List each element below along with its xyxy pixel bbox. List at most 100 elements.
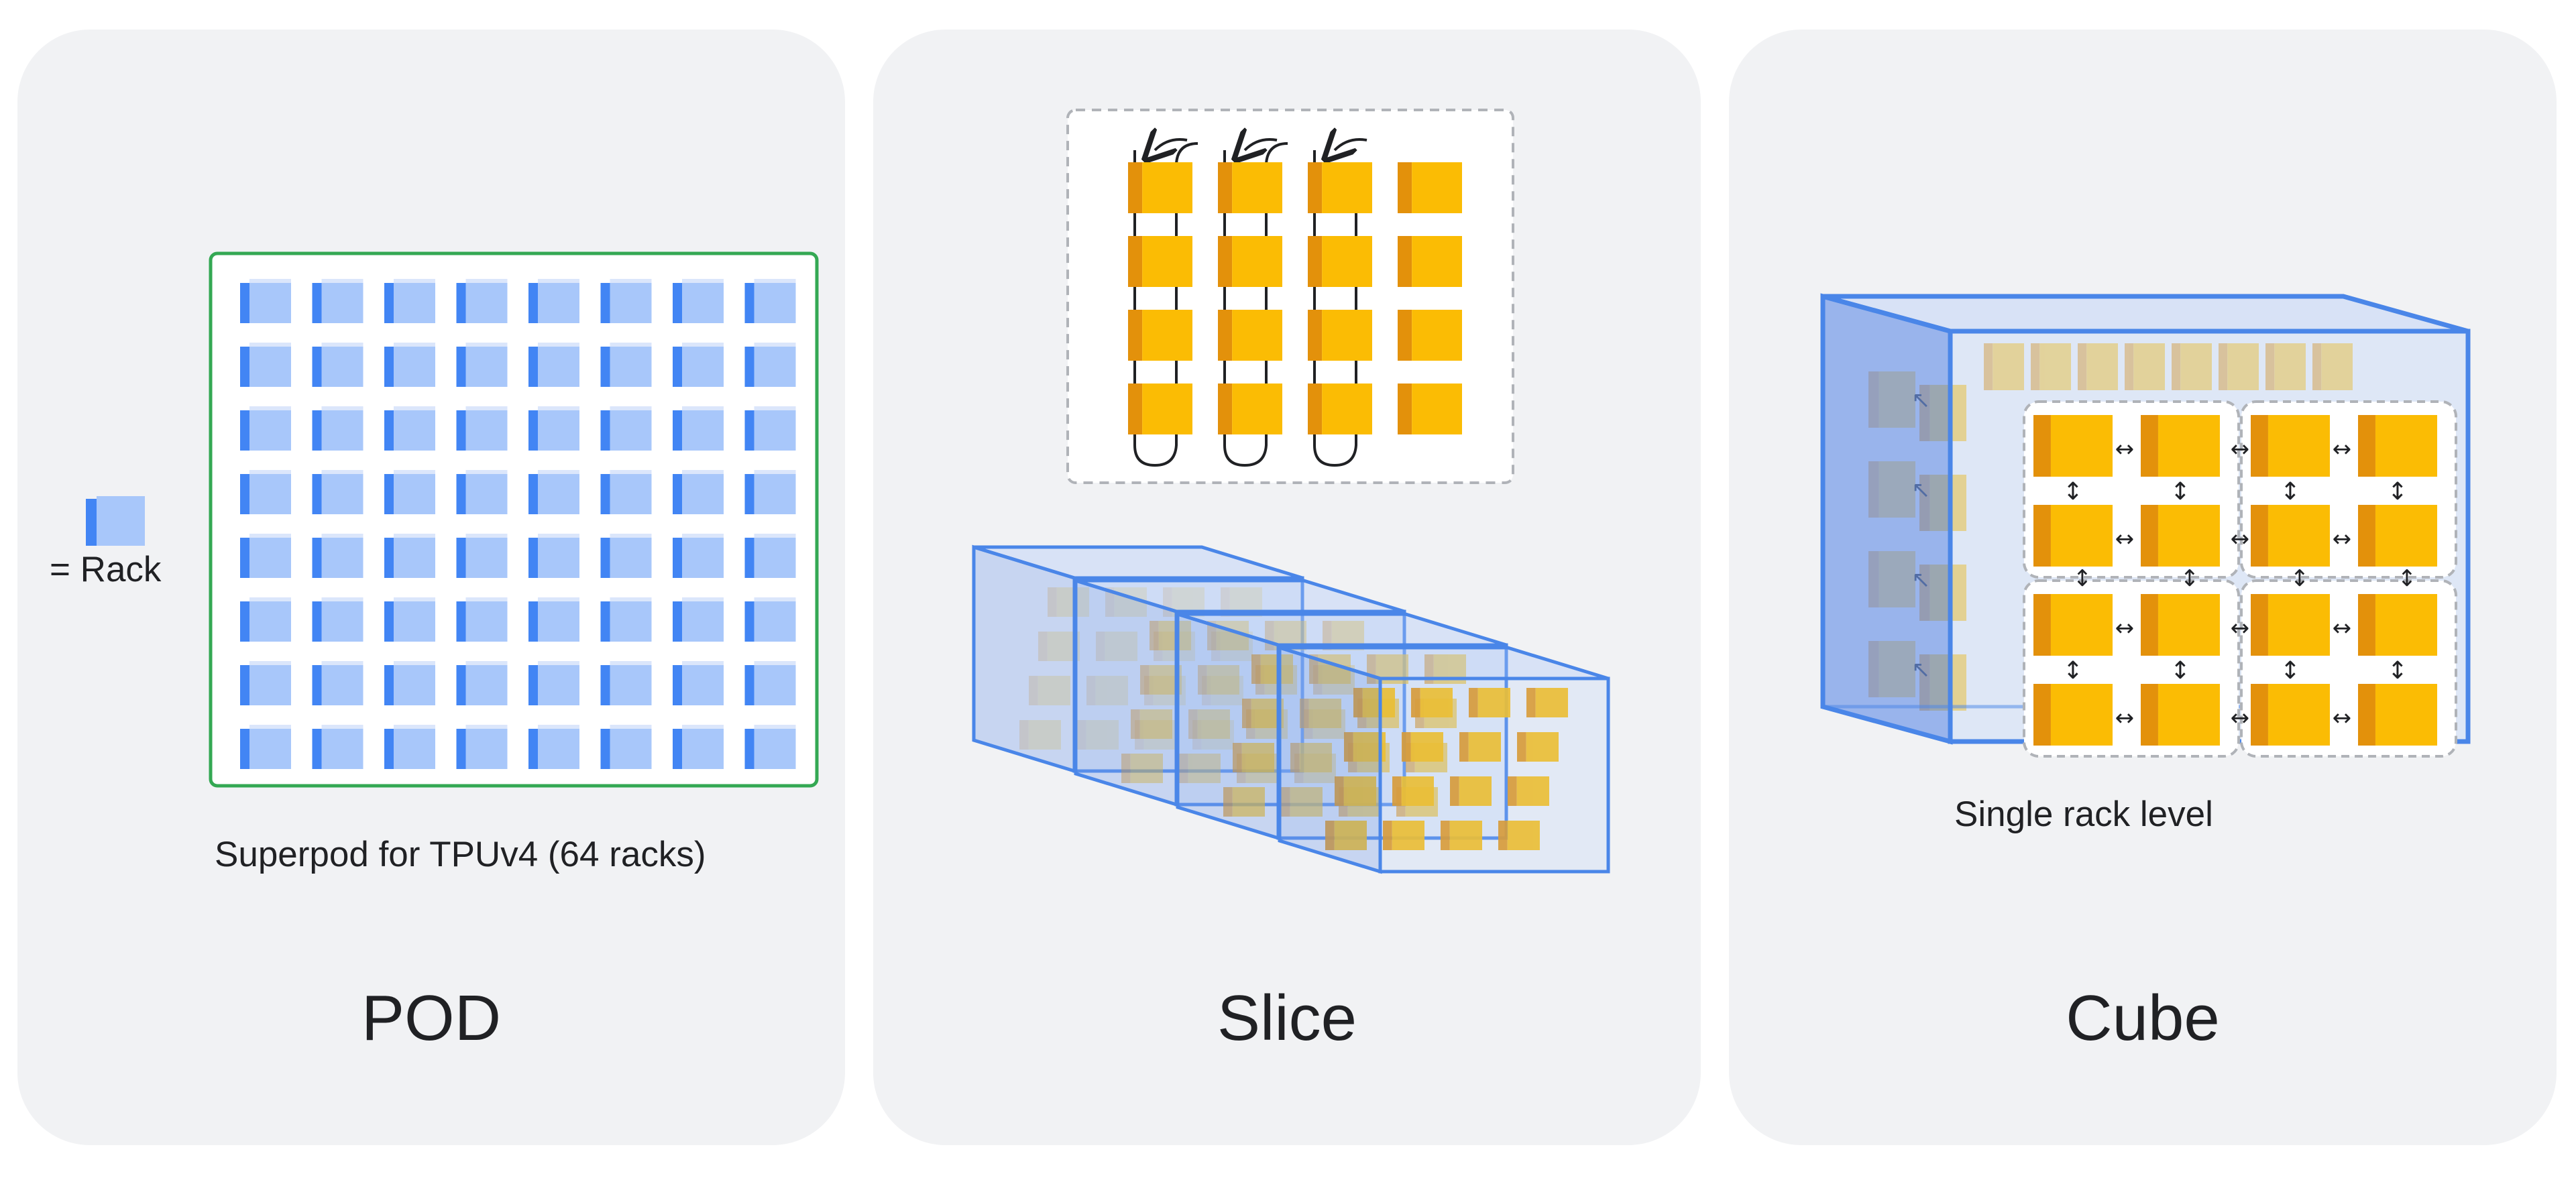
chip [1398,236,1462,287]
chip [1019,720,1061,750]
chip [1218,236,1282,287]
horizontal-arrow: ↔ [2231,615,2250,642]
chip [1308,162,1372,213]
rack-icon [673,534,724,578]
rack-icon [600,470,652,514]
chip [1223,787,1265,817]
rack-icon [312,279,363,323]
rack-icon [528,597,579,642]
chip [1308,310,1372,361]
horizontal-arrow: ↔ [2231,436,2250,463]
chip [1218,162,1282,213]
vertical-arrow: ↕ [2280,478,2300,506]
rack-icon [528,534,579,578]
chip [1300,699,1341,728]
slice-panel: Slice [873,30,1701,1145]
horizontal-arrow: ↔ [2115,705,2135,731]
chip [2031,343,2071,390]
chip [1441,821,1482,850]
chip [1218,310,1282,361]
rack-icon [456,597,508,642]
chip [1218,384,1282,434]
pod-panel: = Rack Superpod for TPUv4 (64 racks) POD [17,30,845,1145]
rack-icon [312,661,363,705]
horizontal-arrow: ↔ [2115,615,2135,642]
rack-icon [528,661,579,705]
rack-icon [456,725,508,769]
chip [1402,732,1443,762]
rack-icon [528,470,579,514]
rack-icon [456,661,508,705]
rack-icon [240,661,291,705]
rack-level-caption: Single rack level [1954,794,2213,834]
chip [2172,343,2212,390]
chip [2251,505,2330,567]
rack-icon [312,725,363,769]
rack-icon [456,534,508,578]
slice-chip-grid [1128,162,1462,434]
rack-icon [240,470,291,514]
rack-icon [600,406,652,451]
rack-icon [744,597,796,642]
vertical-arrow: ↕ [2388,478,2408,506]
chip [1383,821,1424,850]
chip [1128,310,1192,361]
chip [2358,415,2437,477]
rack-icon [600,597,652,642]
vertical-arrow: ↕ [2180,565,2200,592]
chip [2251,415,2330,477]
stacked-cubes [972,544,1610,874]
superpod-border [209,251,819,788]
chip [2312,343,2353,390]
rack-icon [600,534,652,578]
chip [1517,732,1559,762]
chip [1450,776,1492,806]
rack-icon [673,406,724,451]
rack-icon [240,534,291,578]
chip [2219,343,2259,390]
rack-icon [744,534,796,578]
chip-group: ↔↔↕↕ [2240,400,2457,579]
rack-icon [456,343,508,387]
rack-icon [673,725,724,769]
chip [1128,236,1192,287]
cube-diagram: ↖↖↖↖ ↔↔↕↕↔↔↕↕↔↔↕↕↔↔↕↕↔↔↔↔↕↕↕↕ [1820,293,2471,758]
rack-icon [744,725,796,769]
rack-icon [240,597,291,642]
rack-icon [673,470,724,514]
chip [1192,720,1234,750]
rack-icon [456,470,508,514]
chip [1325,821,1367,850]
chip [1498,821,1540,850]
slice-cube [1278,645,1610,874]
rack-icon [312,470,363,514]
chip [1086,676,1128,705]
rack-icon [673,597,724,642]
chip [1308,384,1372,434]
chip [1459,732,1501,762]
chip [2265,343,2306,390]
chip [1202,676,1243,705]
rack-icon [528,406,579,451]
rack-icon [528,725,579,769]
rack-icon [744,470,796,514]
slice-diagram [972,109,1610,874]
legend-rack-icon [86,496,145,546]
vertical-arrow: ↕ [2280,657,2300,685]
chip-group: ↔↔↕↕ [2023,400,2240,579]
chip [1198,665,1239,695]
vertical-arrow: ↕ [2388,657,2408,685]
horizontal-arrow: ↔ [2333,526,2352,552]
legend-label: = Rack [50,550,162,589]
ring-arrow [1245,139,1278,150]
chip [1121,754,1163,783]
chip [1077,720,1119,750]
horizontal-arrow: ↔ [2231,526,2250,552]
rack-icon [240,279,291,323]
rack-icon [744,343,796,387]
rack-icon [312,534,363,578]
rack-icon [673,279,724,323]
rack-icon [528,343,579,387]
chip [2141,415,2220,477]
horizontal-arrow: ↔ [2231,705,2250,731]
